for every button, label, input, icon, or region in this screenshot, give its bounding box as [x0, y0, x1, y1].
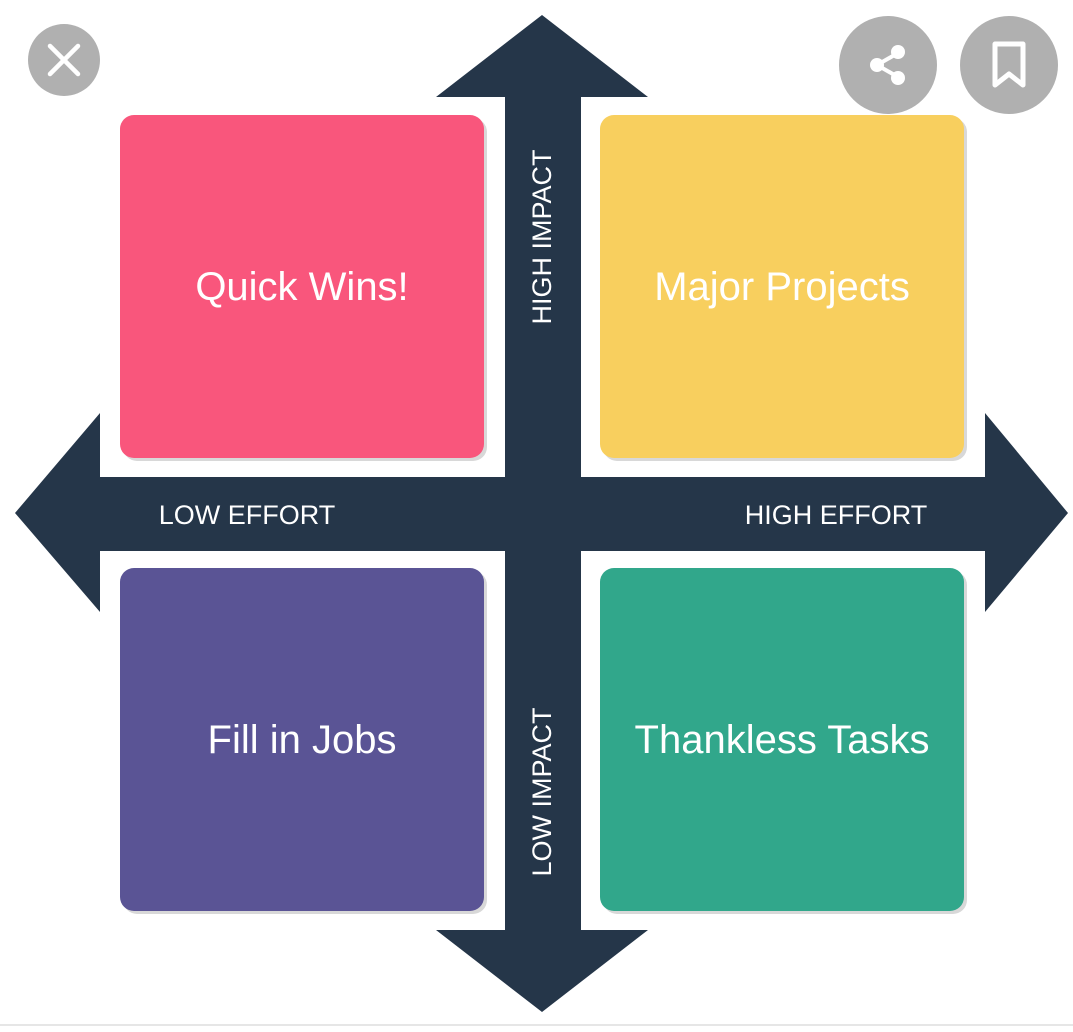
share-icon: [864, 41, 912, 89]
bottom-divider: [0, 1024, 1073, 1026]
quadrant-label-major-projects: Major Projects: [654, 265, 910, 309]
quadrant-label-fill-in-jobs: Fill in Jobs: [208, 718, 397, 762]
axes-arrows: [15, 15, 1068, 1012]
axis-label-low-impact: LOW IMPACT: [527, 707, 557, 876]
close-button[interactable]: [28, 24, 100, 96]
axis-label-low-effort: LOW EFFORT: [159, 500, 336, 530]
bookmark-button[interactable]: [960, 16, 1058, 114]
quadrant-major-projects: [600, 115, 964, 458]
quadrant-label-quick-wins: Quick Wins!: [195, 265, 408, 309]
quadrant-fill-in-jobs: [120, 568, 484, 911]
quadrant-thankless-tasks: [600, 568, 964, 911]
axis-label-high-effort: HIGH EFFORT: [745, 500, 928, 530]
share-button[interactable]: [839, 16, 937, 114]
bookmark-icon: [989, 41, 1029, 89]
quadrant-label-thankless-tasks: Thankless Tasks: [635, 718, 930, 762]
quadrant-quick-wins: [120, 115, 484, 458]
axis-label-high-impact: HIGH IMPACT: [527, 150, 557, 325]
close-icon: [47, 43, 81, 77]
